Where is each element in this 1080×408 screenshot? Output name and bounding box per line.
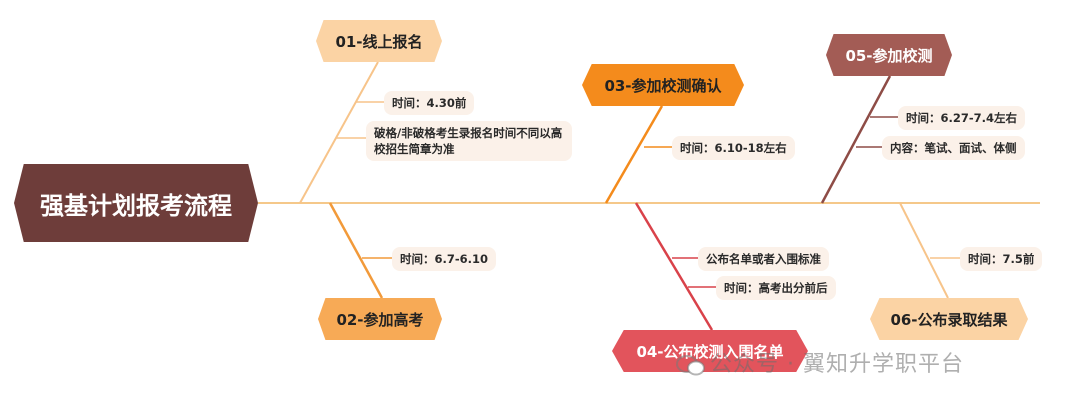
stage-05-time-label: 时间：6.27-7.4左右 <box>898 106 1026 130</box>
branch-04 <box>634 202 714 331</box>
stage-01-note-label: 破格/非破格考生录报名时间不同以高校招生简章为准 <box>366 121 572 161</box>
branch-03 <box>604 105 664 204</box>
stage-05-node: 05-参加校测 <box>826 34 952 76</box>
branch-05 <box>820 75 892 204</box>
stage-04-time-label: 时间：高考出分前后 <box>716 276 836 300</box>
stage-05-content-label: 内容：笔试、面试、体侧 <box>882 136 1025 160</box>
stage-01-time-label: 时间：4.30前 <box>384 91 475 115</box>
branch-06 <box>899 202 949 299</box>
stage-01-node: 01-线上报名 <box>316 20 442 62</box>
root-node: 强基计划报考流程 <box>14 164 258 242</box>
watermark-text: 公众号 · 翼知升学职平台 <box>710 352 964 377</box>
stage-03-time-label: 时间：6.10-18左右 <box>672 136 795 160</box>
stage-04-node: 04-公布校测入围名单 <box>612 330 808 372</box>
branch-02 <box>328 202 384 299</box>
stage-03-node: 03-参加校测确认 <box>582 64 744 106</box>
stage-02-time-label: 时间：6.7-6.10 <box>392 247 497 271</box>
stage-02-node: 02-参加高考 <box>318 298 442 340</box>
branch-01 <box>299 61 379 204</box>
stage-06-node: 06-公布录取结果 <box>870 298 1028 340</box>
wechat-icon <box>676 355 705 376</box>
stage-04-list-label: 公布名单或者入围标准 <box>698 247 829 271</box>
stage-06-time-label: 时间：7.5前 <box>960 247 1043 271</box>
